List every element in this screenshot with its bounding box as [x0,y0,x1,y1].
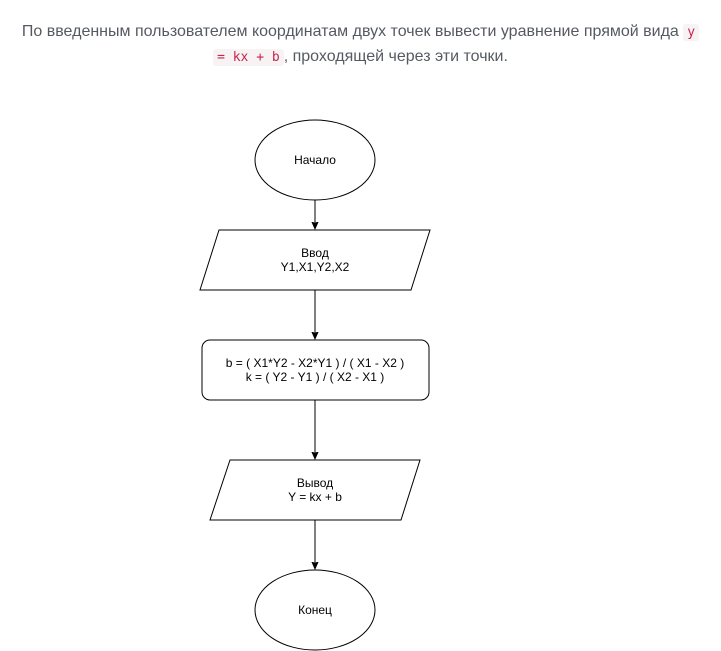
formula-code-part1: y [683,24,700,41]
start-label: Начало [294,153,336,167]
output-node: Вывод Y = kx + b [209,459,421,521]
end-node: Конец [254,569,376,651]
output-parallelogram [209,459,421,521]
end-ellipse [254,569,376,651]
task-description: По введенным пользователем координатам д… [0,20,721,70]
input-parallelogram [199,229,431,291]
task-text-before: По введенным пользователем координатам д… [21,23,684,40]
input-label-line1: Ввод [301,246,329,260]
output-label-line2: Y = kx + b [288,490,342,504]
process-label-line1: b = ( X1*Y2 - X2*Y1 ) / ( X1 - X2 ) [226,356,404,370]
formula-code-part2: = kx + b [213,49,284,66]
end-label: Конец [298,603,332,617]
process-node: b = ( X1*Y2 - X2*Y1 ) / ( X1 - X2 ) k = … [201,339,430,401]
input-node: Ввод Y1,X1,Y2,X2 [199,229,431,291]
task-text-after: , проходящей через эти точки. [283,48,508,65]
input-label-line2: Y1,X1,Y2,X2 [281,260,350,274]
output-label-line1: Вывод [297,476,333,490]
process-label-line2: k = ( Y2 - Y1 ) / ( X2 - X1 ) [246,370,385,384]
start-node: Начало [254,119,376,201]
